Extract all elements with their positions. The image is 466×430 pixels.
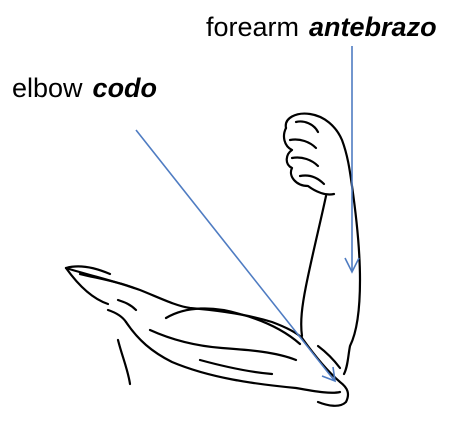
forearm-inner (301, 196, 326, 336)
flexed-arm-sketch (66, 114, 360, 406)
elbow-arrow (136, 130, 335, 381)
torso-shade (200, 360, 272, 374)
label-elbow-spanish: codo (93, 73, 158, 103)
fist-outline (286, 114, 352, 186)
label-elbow: elbow codo (12, 75, 157, 102)
armpit-hatch (108, 300, 136, 322)
fist-knuckles (284, 128, 334, 195)
torso-curve (150, 330, 296, 360)
label-elbow-english: elbow (12, 73, 83, 103)
thumb (296, 121, 318, 132)
lower-arm-line (118, 340, 130, 384)
label-forearm-spanish: antebrazo (309, 12, 437, 42)
fist-fingers (290, 139, 324, 184)
label-forearm: forearm antebrazo (206, 14, 437, 41)
label-forearm-english: forearm (206, 12, 299, 42)
